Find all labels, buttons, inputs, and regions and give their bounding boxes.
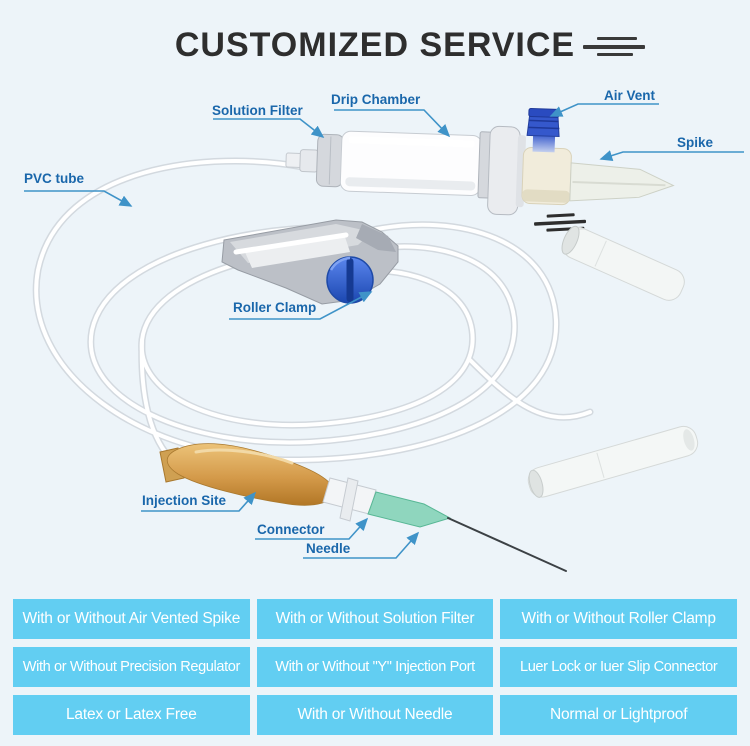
speed-line-top (597, 37, 637, 40)
option-cell-solution-filter: With or Without Solution Filter (256, 599, 494, 639)
leader-roller-clamp (229, 291, 373, 320)
label-pvc-tube: PVC tube (24, 171, 85, 186)
label-connector: Connector (257, 522, 325, 537)
options-table: With or Without Air Vented Spike With or… (13, 599, 737, 735)
needle-cap-graphic (527, 425, 699, 498)
label-roller-clamp: Roller Clamp (233, 300, 317, 315)
leader-air-vent (549, 103, 659, 117)
connector-graphic (322, 477, 377, 522)
option-cell-needle: With or Without Needle (256, 695, 494, 735)
speed-line-middle (583, 45, 645, 49)
leader-pvc-tube (24, 190, 133, 207)
label-air-vent: Air Vent (604, 88, 656, 103)
needle-graphic (367, 491, 567, 572)
option-cell-precision-regulator: With or Without Precision Regulator (13, 647, 250, 687)
option-cell-air-vented-spike: With or Without Air Vented Spike (13, 599, 250, 639)
leader-needle (303, 531, 420, 559)
leader-solution-filter (213, 118, 325, 138)
label-injection-site: Injection Site (142, 493, 227, 508)
spike-cap-graphic (561, 225, 685, 301)
leader-drip-chamber (334, 109, 451, 138)
option-cell-latex: Latex or Latex Free (13, 695, 250, 735)
label-solution-filter: Solution Filter (212, 103, 303, 118)
speed-lines-icon (583, 37, 647, 59)
callout-leader-lines (24, 103, 744, 559)
leader-connector (255, 517, 369, 540)
leader-spike (599, 150, 744, 161)
spike-graphic (569, 162, 675, 202)
option-cell-y-injection-port: With or Without "Y" Injection Port (256, 647, 494, 687)
leader-injection-site (141, 491, 257, 512)
option-cell-luer-connector: Luer Lock or Iuer Slip Connector (500, 647, 737, 687)
option-cell-lightproof: Normal or Lightproof (500, 695, 737, 735)
label-drip-chamber: Drip Chamber (331, 92, 421, 107)
label-spike: Spike (677, 135, 714, 150)
page-title: CUSTOMIZED SERVICE (174, 26, 576, 64)
drip-chamber-assembly-graphic (285, 107, 675, 216)
option-cell-roller-clamp: With or Without Roller Clamp (500, 599, 737, 639)
label-needle: Needle (306, 541, 351, 556)
speed-line-bottom (597, 53, 633, 56)
